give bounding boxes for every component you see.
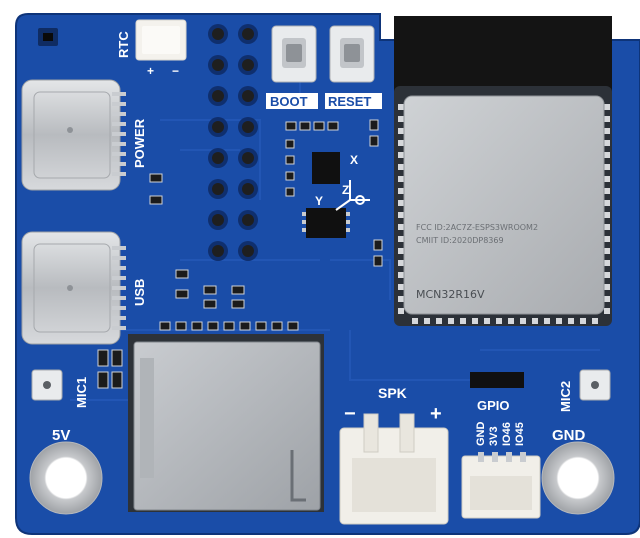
boot-button[interactable]	[271, 25, 317, 83]
usb-label: USB	[132, 279, 147, 306]
module-pads	[398, 104, 610, 324]
esp32-module	[394, 16, 612, 326]
spk-plus-label: +	[430, 403, 442, 425]
pin-io46-label: IO46	[501, 422, 513, 446]
usb-c-data-port[interactable]	[21, 231, 126, 345]
pin-gnd-label: GND	[475, 422, 487, 447]
mic1-label: MIC1	[74, 377, 89, 408]
smd-components	[97, 119, 383, 389]
axis-y-label: Y	[315, 194, 323, 208]
light-sensor-chip	[38, 28, 58, 46]
gpio-label: GPIO	[477, 398, 510, 413]
spk-minus-label: −	[344, 403, 356, 425]
mount-hole-left	[29, 441, 103, 515]
pin-3v3-label: 3V3	[488, 426, 500, 446]
gpio-resistor-array	[470, 372, 524, 388]
header-pin-grid	[208, 24, 258, 261]
rtc-label: RTC	[116, 31, 131, 58]
power-label: POWER	[132, 118, 147, 168]
5v-label: 5V	[52, 427, 70, 444]
axis-diagram	[335, 180, 370, 211]
pin-io45-label: IO45	[514, 422, 526, 446]
boot-label: BOOT	[270, 94, 308, 109]
gnd-label: GND	[552, 427, 586, 444]
rtc-minus-label: −	[172, 64, 179, 78]
gpio-connector[interactable]	[461, 452, 541, 519]
speaker-connector[interactable]	[339, 413, 449, 525]
rtc-connector	[135, 19, 187, 61]
module-fcc-text: FCC ID:2AC7Z-ESPS3WROOM2	[416, 223, 538, 232]
axis-x-label: X	[350, 153, 358, 167]
usb-c-power-port[interactable]	[21, 79, 126, 191]
module-cmiit-text: CMIIT ID:2020DP8369	[416, 236, 504, 245]
axis-z-label: Z	[342, 183, 349, 197]
reset-label: RESET	[328, 94, 371, 109]
mic1-component	[31, 369, 63, 401]
sd-card-slot[interactable]	[128, 334, 324, 512]
module-name-text: MCN32R16V	[416, 288, 485, 301]
rtc-plus-label: +	[147, 64, 154, 78]
mic2-component	[579, 369, 611, 401]
mount-hole-right	[541, 441, 615, 515]
spk-label: SPK	[378, 385, 407, 401]
mic2-label: MIC2	[558, 381, 573, 412]
imu-chip	[302, 152, 350, 238]
reset-button[interactable]	[329, 25, 375, 83]
